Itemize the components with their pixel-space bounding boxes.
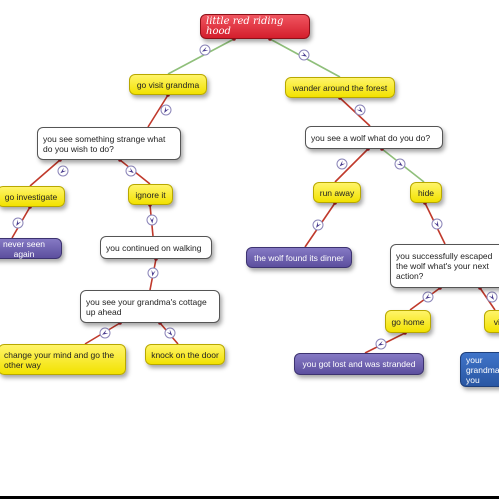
arrowhead-icon	[164, 106, 170, 113]
edge-cottage-change	[84, 321, 122, 345]
arrowhead-icon	[433, 220, 439, 228]
edge-investigate-neverseen	[11, 205, 32, 239]
arrowhead-icon	[396, 160, 403, 167]
arrowhead-icon	[166, 329, 173, 336]
node-wolf[interactable]: you see a wolf what do you do?	[305, 126, 443, 149]
node-knock[interactable]: knock on the door	[145, 344, 225, 365]
arrowhead-icon	[300, 51, 308, 57]
edge-continued-cottage	[147, 257, 159, 291]
arrowhead-icon	[201, 46, 209, 52]
node-wander[interactable]: wander around the forest	[285, 77, 395, 98]
edge-wolf-runaway	[334, 147, 370, 183]
node-wolffound[interactable]: the wolf found its dinner	[246, 247, 352, 268]
edge-escaped-vis	[478, 286, 498, 311]
node-wolf-label: you see a wolf what do you do?	[311, 132, 431, 143]
edge-root-wander	[268, 37, 341, 78]
node-vis[interactable]: vis	[484, 310, 499, 333]
edge-ignore-continued	[146, 203, 158, 237]
edge-root-visit	[167, 37, 236, 75]
edge-wolf-hide	[380, 147, 425, 183]
edge-escaped-gohome	[409, 286, 442, 311]
connector-line	[334, 148, 369, 183]
node-root[interactable]: little red riding hood	[200, 14, 310, 39]
node-investigate[interactable]: go investigate	[0, 186, 65, 207]
arrowhead-icon	[16, 219, 22, 227]
node-ignore[interactable]: ignore it	[128, 184, 173, 205]
node-ignore-label: ignore it	[135, 189, 166, 200]
node-visit[interactable]: go visit grandma	[129, 74, 207, 95]
connector-line	[167, 38, 235, 75]
node-neverseen-label: never seen again	[2, 238, 46, 259]
arrowhead-icon	[425, 293, 432, 300]
node-strange[interactable]: you see something strange what do you wi…	[37, 127, 181, 160]
node-lost[interactable]: you got lost and was stranded	[294, 353, 424, 375]
frame-bottom-border	[0, 496, 499, 499]
node-strange-label: you see something strange what do you wi…	[43, 133, 166, 154]
edge-gohome-lost	[364, 331, 407, 354]
arrowhead-icon	[316, 221, 322, 228]
node-cottage[interactable]: you see your grandma's cottage up ahead	[80, 290, 220, 323]
node-cottage-label: you see your grandma's cottage up ahead	[86, 296, 207, 317]
node-lost-label: you got lost and was stranded	[302, 359, 416, 369]
connector-line	[29, 159, 61, 187]
edge-hide-escaped	[423, 201, 446, 245]
node-investigate-label: go investigate	[4, 191, 58, 202]
node-escaped[interactable]: you successfully escaped the wolf what's…	[390, 244, 499, 288]
edge-wander-wolf	[338, 96, 371, 127]
edge-visit-strange	[147, 93, 172, 128]
arrowhead-icon	[101, 329, 109, 335]
node-gohome[interactable]: go home	[385, 310, 431, 333]
arrowhead-icon	[151, 269, 156, 277]
node-escaped-label: you successfully escaped the wolf what's…	[396, 251, 493, 281]
arrowhead-icon	[377, 340, 385, 346]
node-runaway[interactable]: run away	[313, 182, 361, 203]
edge-runaway-wolffound	[304, 201, 337, 248]
node-continued-label: you continued on walking	[106, 242, 202, 253]
node-root-label: little red riding hood	[206, 15, 284, 37]
arrowhead-icon	[127, 167, 134, 174]
node-change[interactable]: change your mind and go the other way	[0, 344, 126, 375]
node-knock-label: knock on the door	[151, 349, 219, 360]
node-visit-label: go visit grandma	[136, 79, 200, 90]
node-change-label: change your mind and go the other way	[4, 349, 115, 370]
node-hide-label: hide	[417, 187, 435, 198]
node-vis-label: vis	[493, 316, 499, 327]
edge-strange-ignore	[118, 158, 151, 185]
arrowhead-icon	[339, 160, 346, 167]
node-continued[interactable]: you continued on walking	[100, 236, 212, 259]
connector-line	[147, 94, 169, 128]
node-gohome-label: go home	[391, 316, 425, 327]
arrowhead-icon	[488, 293, 494, 300]
arrowhead-icon	[60, 167, 67, 174]
node-runaway-label: run away	[319, 187, 355, 198]
node-hide[interactable]: hide	[410, 182, 442, 203]
node-bluenode[interactable]: your grandma you	[460, 352, 499, 387]
arrowhead-icon	[356, 106, 363, 113]
arrowhead-icon	[149, 217, 154, 224]
edge-cottage-knock	[158, 321, 179, 345]
node-bluenode-label: your grandma you	[466, 354, 499, 385]
node-neverseen[interactable]: never seen again	[0, 238, 62, 259]
node-wander-label: wander around the forest	[292, 82, 388, 93]
node-wolffound-label: the wolf found its dinner	[254, 252, 344, 263]
edge-strange-investigate	[29, 158, 69, 187]
